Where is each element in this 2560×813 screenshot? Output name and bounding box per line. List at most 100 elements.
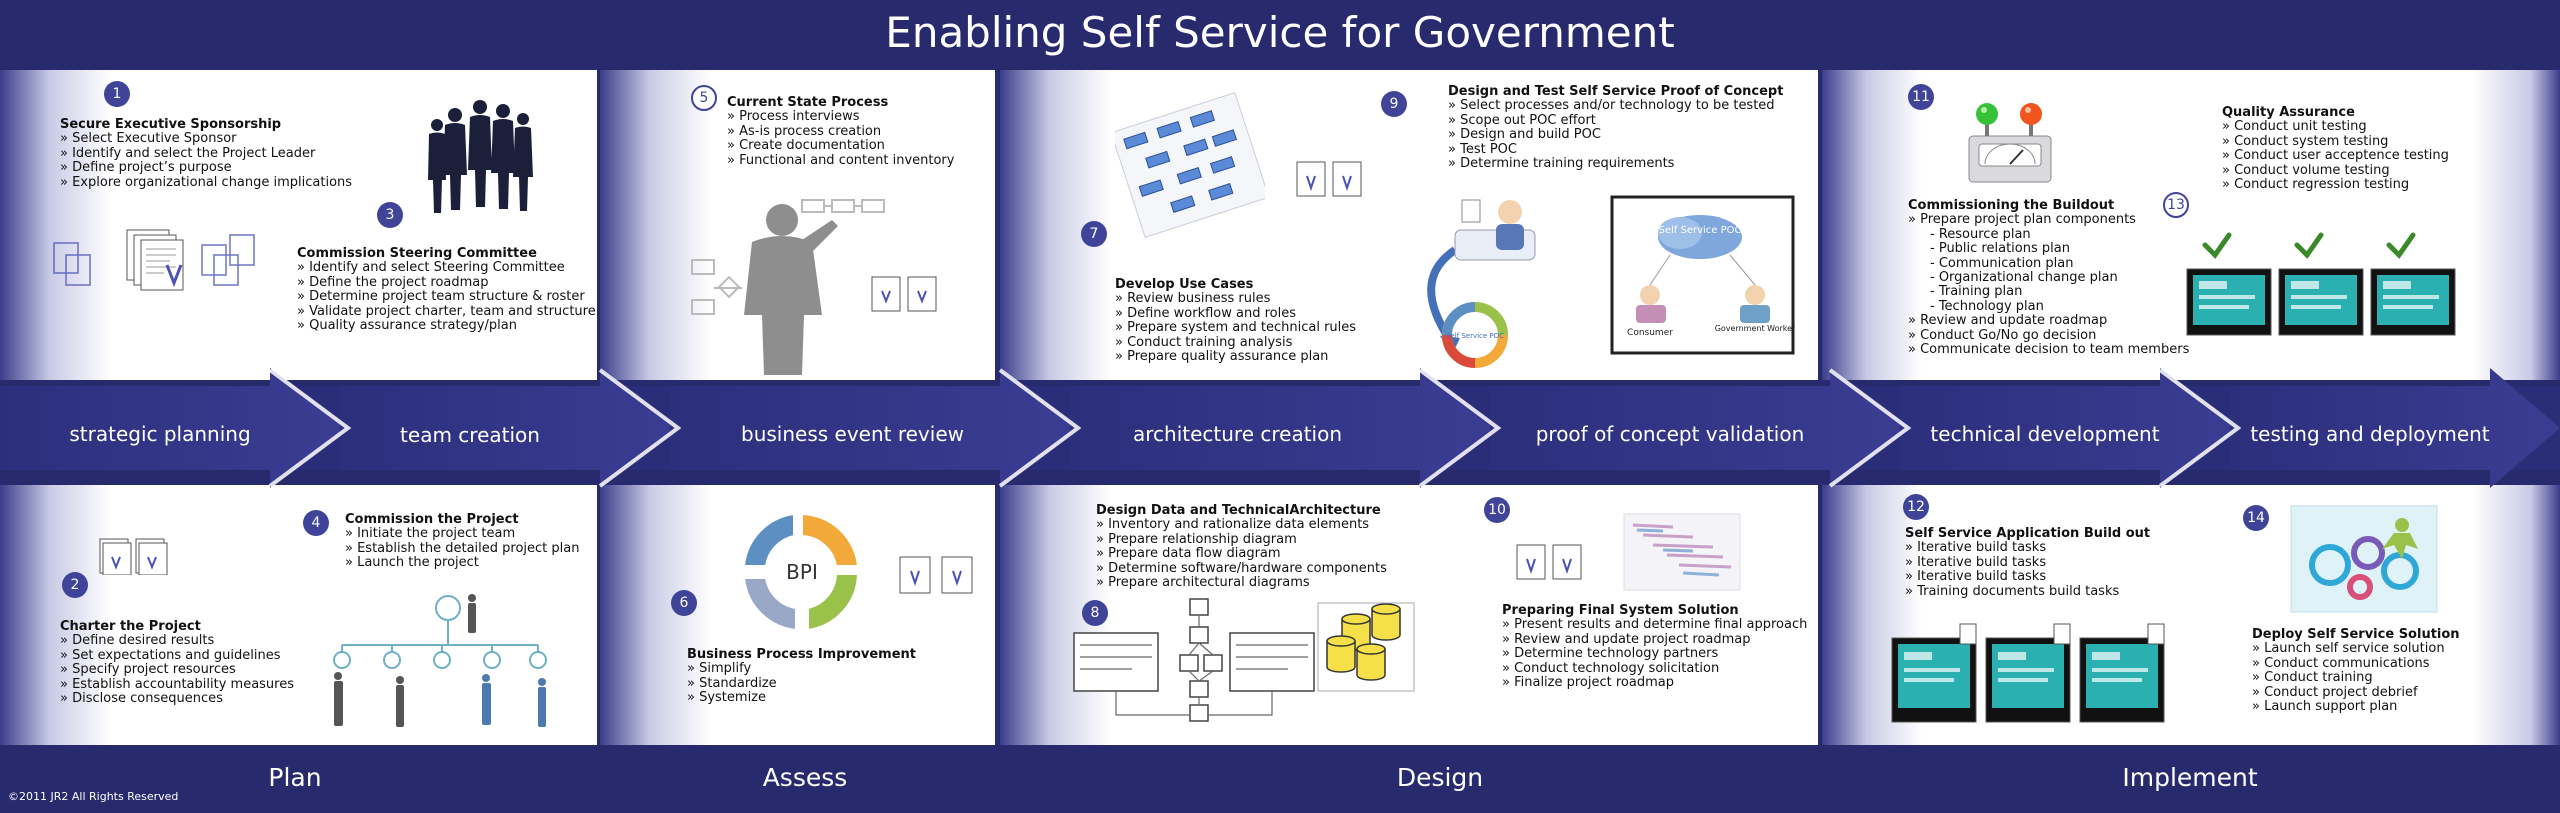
- list-item: Launch the project: [345, 555, 595, 570]
- step-3-section: Commission Steering Committee Identify a…: [297, 246, 597, 333]
- business-team-silhouette-icon: [428, 100, 533, 213]
- phase-implement: Implement: [2122, 763, 2258, 792]
- list-subitem: Training plan: [1908, 285, 2208, 300]
- list-item: Iterative build tasks: [1905, 555, 2185, 570]
- arrow-business-event-review: [670, 368, 1080, 488]
- step-1-heading: Secure Executive Sponsorship: [60, 117, 282, 132]
- list-item: Initiate the project team: [345, 526, 595, 541]
- document-icon-pair: [99, 538, 168, 575]
- list-item: Define the project roadmap: [297, 275, 597, 290]
- list-item: Determine training requirements: [1448, 156, 1808, 171]
- list-item: Review and update roadmap: [1908, 313, 2208, 328]
- architecture-diagram-icon: [1073, 598, 1415, 722]
- stage-label-business-event-review: business event review: [741, 422, 964, 446]
- step-8-heading: Design Data and TechnicalArchitecture: [1096, 503, 1381, 518]
- step-11-heading: Commissioning the Buildout: [1908, 198, 2115, 213]
- step-1-section: Secure Executive Sponsorship Select Exec…: [60, 117, 390, 190]
- step-badge-3: 3: [377, 202, 403, 228]
- deployment-gears-icon: [2290, 505, 2438, 613]
- list-item: Prepare quality assurance plan: [1115, 349, 1375, 364]
- stage-label-architecture-creation: architecture creation: [1132, 422, 1343, 446]
- go-no-go-gauge-icon: [1968, 103, 2052, 183]
- step-13-heading: Quality Assurance: [2222, 105, 2355, 120]
- list-item: Review business rules: [1115, 291, 1375, 306]
- step-badge-11: 11: [1908, 84, 1934, 110]
- bpi-label: BPI: [786, 560, 818, 584]
- list-item: Communicate decision to team members: [1908, 342, 2208, 357]
- list-item: Conduct training analysis: [1115, 335, 1375, 350]
- arrow-testing-deployment: [2230, 368, 2560, 488]
- stage-arrow-band: [0, 368, 2560, 488]
- list-item: Define desired results: [60, 633, 330, 648]
- step-badge-12: 12: [1903, 494, 1929, 520]
- list-subitem: Communication plan: [1908, 256, 2208, 271]
- stage-label-strategic-planning: strategic planning: [69, 422, 251, 446]
- cycle-label: Self Service POC: [1446, 332, 1504, 340]
- poc-cloud-label: Self Service POC: [1659, 225, 1742, 236]
- list-item: Prepare project plan components: [1908, 212, 2208, 227]
- list-item: Standardize: [687, 676, 927, 691]
- org-chart-icon: [333, 594, 547, 727]
- document-icon-pair: [871, 276, 937, 312]
- list-item: Identify and select the Project Leader: [60, 146, 390, 161]
- list-item: Scope out POC effort: [1448, 113, 1808, 128]
- list-item: Present results and determine final appr…: [1502, 617, 1812, 632]
- government-worker-label: Government Worker: [1715, 324, 1795, 333]
- step-badge-14: 14: [2243, 505, 2269, 531]
- step-2-section: Charter the Project Define desired resul…: [60, 619, 330, 706]
- list-item: Define workflow and roles: [1115, 306, 1375, 321]
- step-9-section: Design and Test Self Service Proof of Co…: [1448, 84, 1808, 171]
- document-stack-icon: [53, 229, 255, 291]
- list-item: Training documents build tasks: [1905, 584, 2185, 599]
- phase-plan: Plan: [268, 763, 322, 792]
- list-item: Launch self service solution: [2252, 641, 2512, 656]
- list-item: Conduct training: [2252, 670, 2512, 685]
- list-subitem: Organizational change plan: [1908, 270, 2208, 285]
- page-title: Enabling Self Service for Government: [885, 8, 1675, 57]
- step-12-heading: Self Service Application Build out: [1905, 526, 2151, 541]
- stage-label-testing-deployment: testing and deployment: [2250, 422, 2490, 446]
- list-item: Select processes and/or technology to be…: [1448, 98, 1808, 113]
- step-11-section: Commissioning the Buildout Prepare proje…: [1908, 198, 2208, 357]
- step-5-section: Current State Process Process interviews…: [727, 95, 987, 168]
- step-badge-2: 2: [62, 572, 88, 598]
- list-item: Conduct volume testing: [2222, 163, 2522, 178]
- list-item: Establish the detailed project plan: [345, 541, 595, 556]
- step-8-section: Design Data and TechnicalArchitecture In…: [1096, 503, 1396, 590]
- step-3-heading: Commission Steering Committee: [297, 246, 537, 261]
- bpi-cycle-icon: BPI: [742, 512, 860, 632]
- step-2-heading: Charter the Project: [60, 619, 201, 634]
- step-badge-4: 4: [303, 510, 329, 536]
- flowchart-paper-icon: [1115, 91, 1265, 239]
- step-4-section: Commission the Project Initiate the proj…: [345, 512, 595, 571]
- list-item: Conduct Go/No go decision: [1908, 328, 2208, 343]
- arrow-strategic-planning: [0, 368, 350, 488]
- self-service-poc-diagram: Self Service POC Consumer Government Wor…: [1610, 195, 1795, 355]
- step-badge-8: 8: [1082, 600, 1108, 626]
- list-subitem: Resource plan: [1908, 227, 2208, 242]
- arrow-team-creation: [340, 368, 680, 488]
- list-item: Conduct user acceptence testing: [2222, 148, 2522, 163]
- step-badge-1: 1: [104, 81, 130, 107]
- list-item: Prepare system and technical rules: [1115, 320, 1375, 335]
- step-14-section: Deploy Self Service Solution Launch self…: [2252, 627, 2512, 714]
- list-item: Determine software/hardware components: [1096, 561, 1396, 576]
- list-item: Test POC: [1448, 142, 1808, 157]
- step-badge-9: 9: [1381, 91, 1407, 117]
- poc-workstation-illustration: Self Service POC: [1427, 199, 1536, 368]
- list-item: Create documentation: [727, 138, 987, 153]
- document-icon-pair: [1296, 161, 1362, 197]
- list-item: Prepare data flow diagram: [1096, 546, 1396, 561]
- list-item: Conduct communications: [2252, 656, 2512, 671]
- list-item: Iterative build tasks: [1905, 569, 2185, 584]
- list-item: Set expectations and guidelines: [60, 648, 330, 663]
- list-item: Systemize: [687, 690, 927, 705]
- list-item: Iterative build tasks: [1905, 540, 2185, 555]
- step-4-heading: Commission the Project: [345, 512, 519, 527]
- arrow-proof-of-concept: [1490, 368, 1910, 488]
- list-item: Disclose consequences: [60, 691, 330, 706]
- qa-check-monitors-icon: [2186, 232, 2456, 336]
- phase-assess: Assess: [762, 763, 848, 792]
- step-5-heading: Current State Process: [727, 95, 889, 110]
- list-item: Functional and content inventory: [727, 153, 987, 168]
